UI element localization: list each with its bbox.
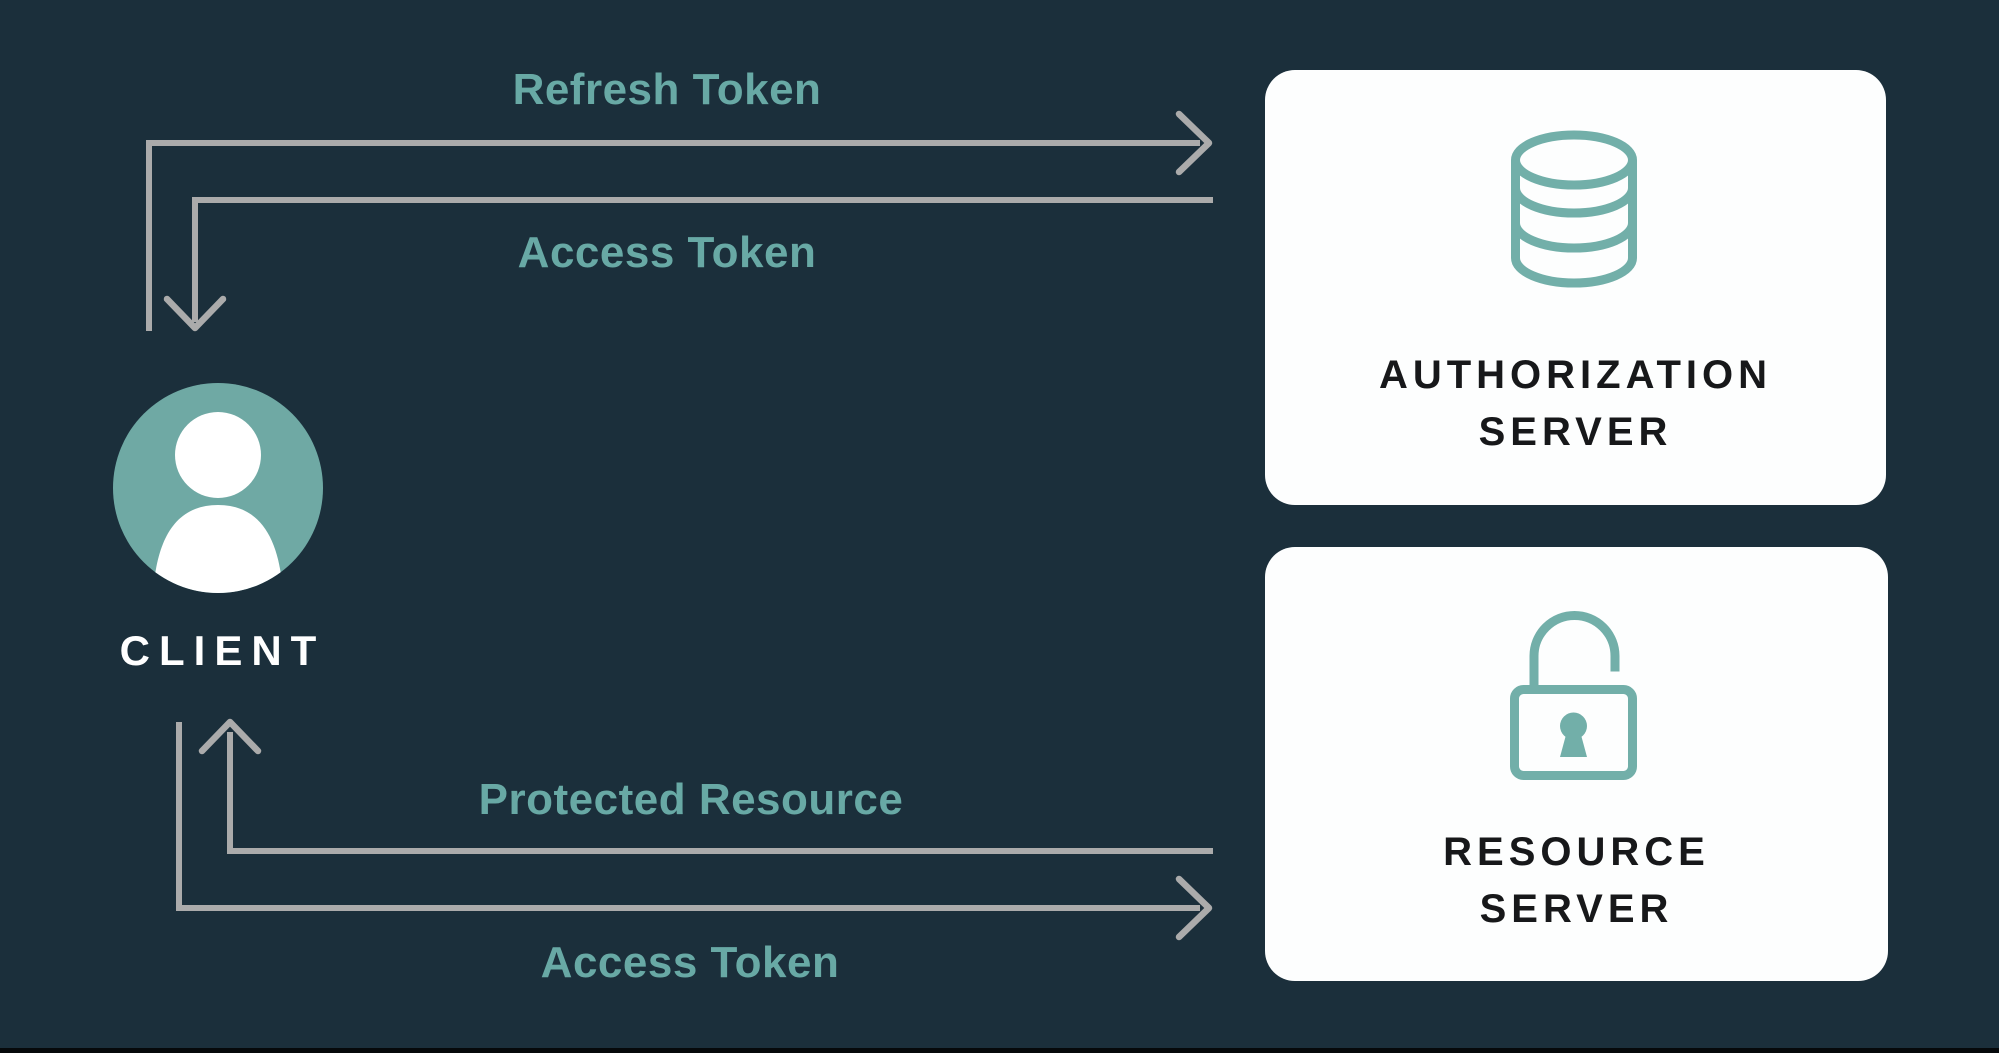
bottom-edge [0, 1048, 1999, 1053]
resource-server-title-line2: SERVER [1479, 887, 1674, 931]
arrow-access-token-response-top [163, 197, 1213, 332]
database-icon [1511, 130, 1637, 288]
flow-label-access-token-top: Access Token [517, 228, 817, 277]
arrow-refresh-token-request [146, 110, 1213, 331]
flow-label-access-token-bottom: Access Token [540, 938, 840, 987]
authorization-server-title-line1: AUTHORIZATION [1378, 353, 1773, 397]
resource-server-card: RESOURCE SERVER [1265, 547, 1888, 981]
flow-label-protected-resource: Protected Resource [478, 775, 904, 824]
authorization-server-card: AUTHORIZATION SERVER [1265, 70, 1886, 505]
resource-server-title-line1: RESOURCE [1443, 830, 1710, 874]
arrow-protected-resource-response [198, 718, 1213, 854]
lock-icon [1510, 611, 1637, 780]
client-label: CLIENT [119, 627, 326, 674]
flow-label-refresh-token: Refresh Token [512, 65, 822, 114]
client-avatar-icon [113, 383, 323, 593]
authorization-server-title-line2: SERVER [1478, 410, 1673, 454]
authorization-server-title: AUTHORIZATION SERVER [1265, 347, 1886, 461]
arrow-access-token-request-bottom [176, 722, 1213, 941]
resource-server-title: RESOURCE SERVER [1265, 824, 1888, 938]
